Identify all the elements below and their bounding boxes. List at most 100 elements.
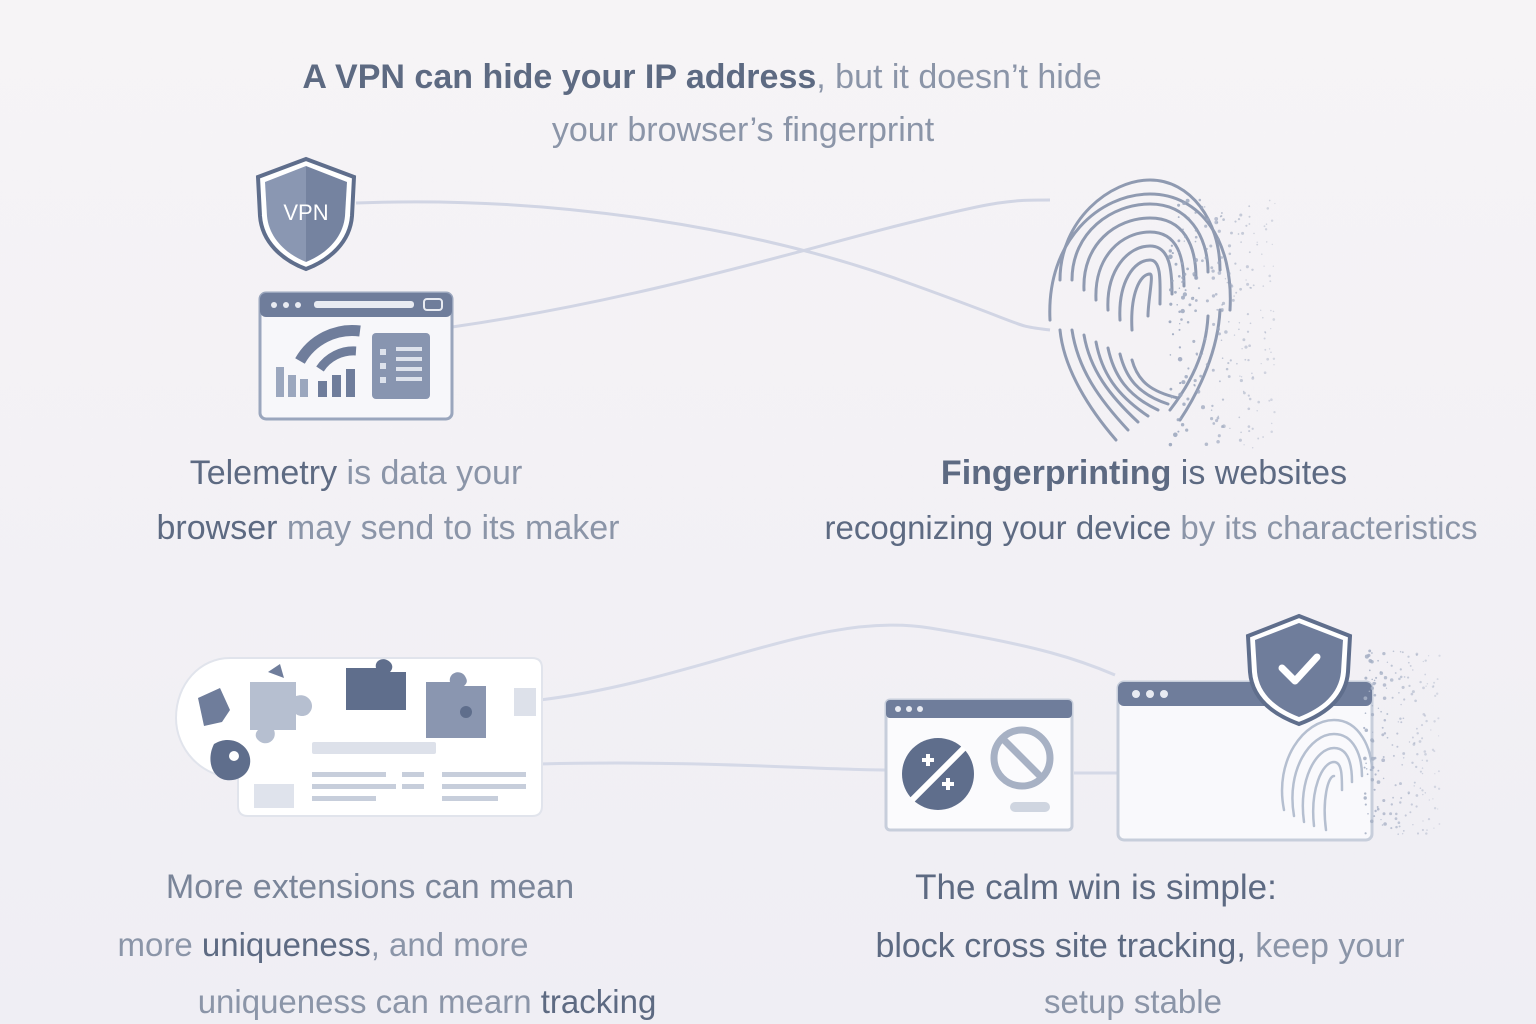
dust-dot: [1270, 309, 1272, 312]
dust-dot: [1363, 792, 1367, 795]
dust-dot: [1376, 780, 1381, 784]
dust-dot: [1386, 736, 1389, 739]
dust-dot: [1251, 447, 1254, 449]
dust-dot: [1370, 778, 1375, 782]
dust-dot: [1399, 717, 1402, 720]
dust-dot: [1425, 832, 1428, 835]
dust-dot: [1192, 274, 1196, 277]
dust-dot: [1180, 318, 1183, 321]
dust-dot: [1408, 741, 1411, 743]
dust-dot: [1183, 272, 1187, 276]
dust-dot: [1216, 327, 1221, 331]
dust-dot: [1170, 397, 1173, 399]
dust-dot: [1248, 397, 1252, 401]
dust-dot: [1397, 821, 1401, 825]
headline-line1: A VPN can hide your IP address, but it d…: [0, 60, 1404, 94]
dust-dot: [1238, 322, 1241, 324]
dust-dot: [1179, 323, 1181, 325]
dust-dot: [1215, 419, 1219, 423]
dust-dot: [1214, 220, 1219, 225]
dust-dot: [1403, 698, 1406, 701]
dust-dot: [1428, 799, 1430, 801]
dust-dot: [1391, 744, 1394, 746]
dust-dot: [1194, 229, 1197, 232]
dust-dot: [1168, 249, 1173, 253]
dust-dot: [1274, 202, 1276, 205]
dust-dot: [1201, 259, 1204, 263]
dust-dot: [1187, 216, 1190, 219]
dust-dot: [1272, 357, 1276, 361]
dust-dot: [1170, 244, 1174, 247]
dust-dot: [1182, 201, 1186, 206]
extensions-card-icon: [174, 657, 543, 817]
dust-dot: [1402, 717, 1405, 720]
fingerprinting-line1: Fingerprinting is websites: [0, 456, 1536, 490]
dust-dot: [1399, 782, 1402, 786]
extensions-line3-b: can mearn: [366, 983, 541, 1020]
dust-dot: [1410, 803, 1413, 806]
dust-dot: [1374, 809, 1377, 813]
dust-dot: [1383, 732, 1387, 735]
dust-dot: [1184, 375, 1188, 379]
dust-dot: [1181, 262, 1184, 265]
dust-dot: [1196, 389, 1201, 394]
dust-dot: [1407, 676, 1410, 679]
dust-dot: [1212, 422, 1216, 425]
dust-dot: [1205, 363, 1209, 366]
fingerprinting-line2-rest: by its characteristics: [1171, 509, 1478, 546]
dust-dot: [1372, 731, 1374, 733]
dust-dot: [1413, 781, 1416, 784]
dust-dot: [1218, 380, 1221, 383]
dust-dot: [1415, 765, 1418, 769]
dust-dot: [1180, 308, 1185, 314]
dust-dot: [1200, 205, 1204, 209]
dust-dot: [1257, 437, 1260, 440]
dust-dot: [1390, 827, 1393, 830]
dust-dot: [1251, 376, 1255, 380]
connector-telemetry-to-fingerprint: [451, 198, 1051, 329]
dust-dot: [1227, 362, 1230, 365]
dust-dot: [1210, 409, 1213, 411]
dust-dot: [1227, 244, 1232, 248]
dust-dot: [1377, 769, 1380, 772]
dust-dot: [1241, 231, 1245, 235]
dust-dot: [1422, 712, 1426, 716]
dust-dot: [1249, 286, 1252, 289]
dust-dot: [1402, 752, 1406, 755]
dust-dot: [1210, 266, 1214, 270]
dust-dot: [1181, 281, 1183, 283]
dust-dot: [1182, 228, 1184, 231]
dust-dot: [1438, 823, 1441, 825]
dust-dot: [1180, 422, 1185, 427]
dust-dot: [1240, 431, 1242, 434]
telemetry-browser-icon: [258, 291, 454, 421]
dust-dot: [1394, 784, 1397, 787]
dust-dot: [1262, 436, 1265, 438]
dust-dot: [1411, 690, 1415, 694]
dust-dot: [1261, 253, 1263, 255]
telemetry-line1: Telemetry is data your: [0, 456, 712, 490]
dust-dot: [1187, 367, 1190, 370]
dust-dot: [1431, 685, 1435, 688]
dust-dot: [1256, 410, 1258, 412]
dust-dot: [1196, 354, 1198, 356]
dust-dot: [1171, 279, 1174, 283]
dust-dot: [1273, 410, 1276, 414]
puzzle-piece-icon: [198, 688, 230, 726]
dust-dot: [1177, 239, 1181, 243]
calm-win-line3: setup stable: [1044, 983, 1222, 1020]
dust-dot: [1422, 820, 1424, 822]
dust-dot: [1183, 240, 1185, 242]
dust-dot: [1239, 375, 1241, 377]
dust-dot: [1177, 356, 1183, 362]
dust-dot: [1373, 788, 1376, 791]
connector-extensions-to-block: [539, 761, 886, 772]
dust-dot: [1273, 363, 1275, 366]
dust-dot: [1382, 798, 1386, 803]
dust-dot: [1247, 407, 1251, 411]
dust-dot: [1204, 206, 1206, 208]
dust-dot: [1383, 676, 1388, 680]
dust-dot: [1199, 374, 1203, 378]
dust-dot: [1421, 828, 1424, 832]
dust-dot: [1239, 269, 1242, 271]
